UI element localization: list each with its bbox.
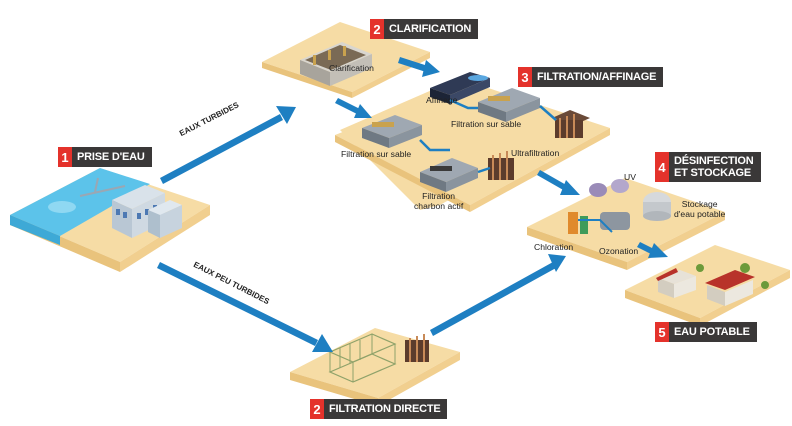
label-filtration-sable-lower: Filtration sur sable xyxy=(341,149,412,159)
step-number: 3 xyxy=(518,67,532,87)
arrow-to-potable xyxy=(637,242,668,258)
step-number: 5 xyxy=(655,322,669,342)
label-clarification: Clarification xyxy=(329,63,374,73)
charcoal-filter-unit xyxy=(420,158,478,192)
label-stockage: Stockage d'eau potable xyxy=(674,199,725,219)
step-number: 1 xyxy=(58,147,72,167)
step-label: FILTRATION/AFFINAGE xyxy=(537,71,657,83)
ultrafiltration-unit-upper xyxy=(552,110,590,138)
step-badge-desinfection: 4 DÉSINFECTION ET STOCKAGE xyxy=(655,152,761,182)
step-badge-filtration-directe: 2 FILTRATION DIRECTE xyxy=(310,399,448,419)
filtration-pipes xyxy=(419,98,557,174)
label-ozonation: Ozonation xyxy=(599,246,639,256)
label-filtration-sable-upper: Filtration sur sable xyxy=(451,119,522,129)
arrow-to-disinfection xyxy=(537,170,580,195)
label-charbon-line2: charbon actif xyxy=(414,201,464,211)
label-chloration: Chloration xyxy=(534,242,574,252)
step-label: PRISE D'EAU xyxy=(77,151,145,163)
affinage-unit xyxy=(430,72,490,104)
label-uv: UV xyxy=(624,172,636,182)
step-badge-clarification: 2 CLARIFICATION xyxy=(370,19,479,39)
step-badge-intake: 1 PRISE D'EAU xyxy=(58,147,152,167)
direct-filtration-equipment xyxy=(328,333,429,383)
step-label: FILTRATION DIRECTE xyxy=(329,403,441,415)
step-label-line2: ET STOCKAGE xyxy=(674,167,752,179)
step-badge-eau-potable: 5 EAU POTABLE xyxy=(655,322,757,342)
label-charbon-line1: Filtration xyxy=(422,191,456,201)
arrow-direct-to-disinfection xyxy=(430,254,566,336)
step-badge-filtration-affinage: 3 FILTRATION/AFFINAGE xyxy=(518,67,664,87)
step-number: 2 xyxy=(370,19,384,39)
clarifier-tank xyxy=(300,42,372,86)
label-stockage-line1: Stockage xyxy=(681,199,718,209)
label-affinage: Affinage xyxy=(426,95,458,105)
arrow-to-filtration-2 xyxy=(335,98,372,118)
sand-filter-unit-lower xyxy=(362,115,422,148)
label-ultrafiltration: Ultrafiltration xyxy=(511,148,560,158)
water-surface xyxy=(10,168,150,236)
arrow-low-turbid xyxy=(157,262,333,352)
houses xyxy=(656,263,769,306)
intake-building xyxy=(79,177,182,238)
label-charbon-actif: Filtration charbon actif xyxy=(414,191,463,211)
arrow-to-filtration-1 xyxy=(398,57,440,77)
sand-filter-unit-upper xyxy=(478,88,540,122)
step-label: CLARIFICATION xyxy=(389,23,472,35)
filtration-platform xyxy=(335,80,610,212)
step-number: 4 xyxy=(655,152,669,182)
step-number: 2 xyxy=(310,399,324,419)
step-label: EAU POTABLE xyxy=(674,326,750,338)
step-label-line1: DÉSINFECTION xyxy=(674,155,754,167)
ultrafiltration-unit-lower xyxy=(488,151,514,180)
step-label: DÉSINFECTION ET STOCKAGE xyxy=(669,152,761,182)
flow-arrows xyxy=(157,57,668,352)
disinfection-equipment xyxy=(568,179,671,234)
label-stockage-line2: d'eau potable xyxy=(674,209,726,219)
arrow-turbid xyxy=(160,106,296,184)
